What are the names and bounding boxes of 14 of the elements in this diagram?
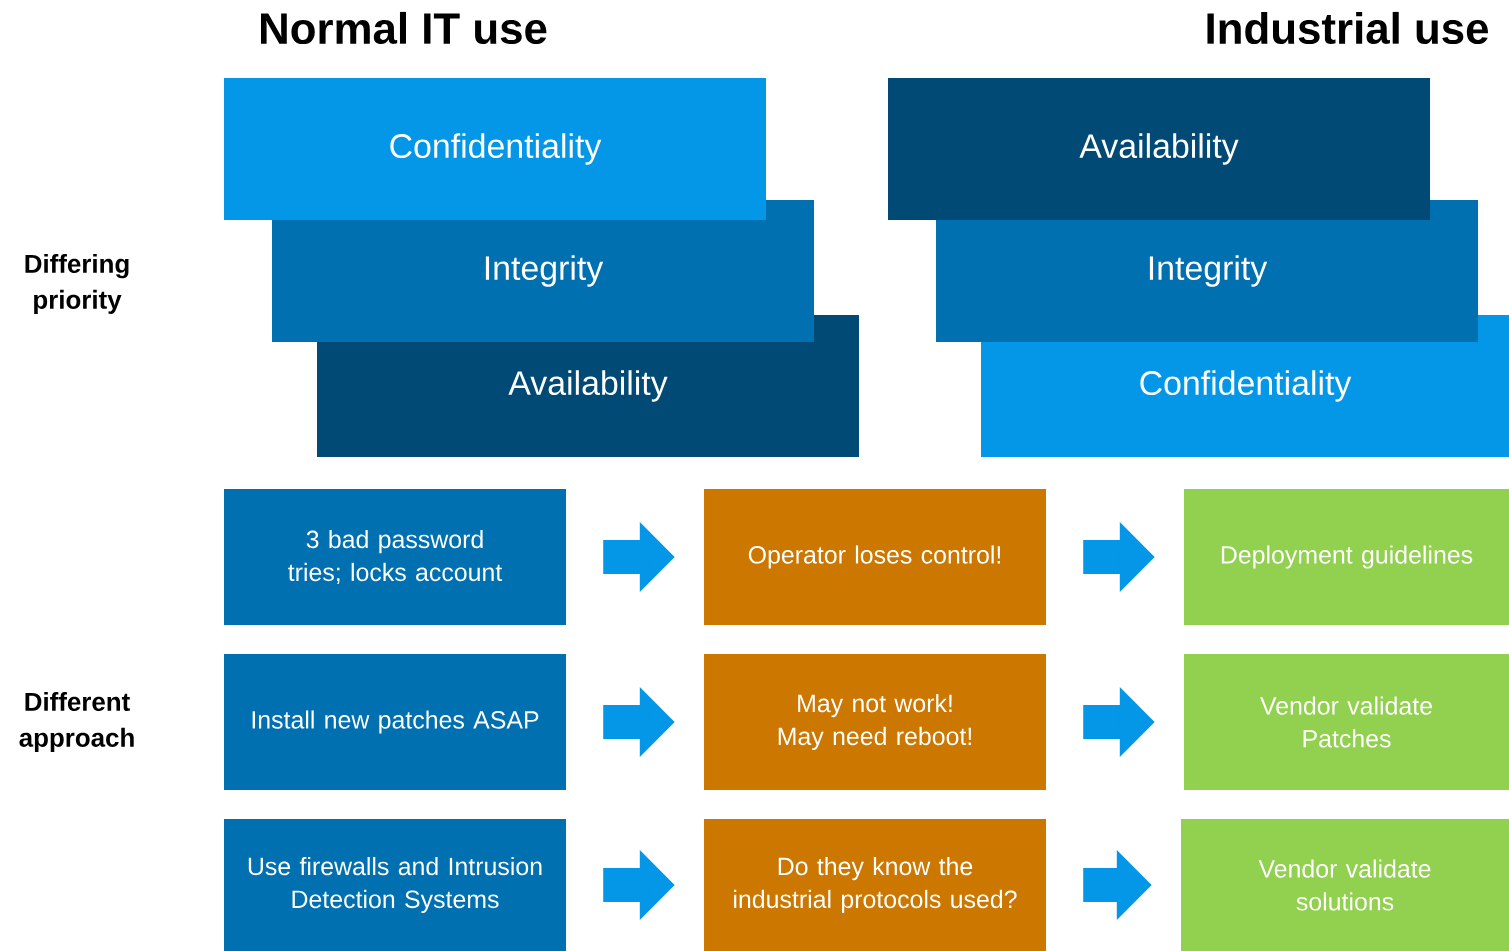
solution-box: Deployment guidelines [1184, 489, 1509, 625]
issue-box: Install new patches ASAP [224, 654, 566, 790]
priority-band: Availability [888, 78, 1430, 220]
column-heading: Industrial use [1207, 11, 1488, 45]
row-heading: Differing priority [25, 254, 129, 314]
priority-band: Confidentiality [224, 78, 766, 220]
solution-box: Vendor validate solutions [1181, 819, 1509, 951]
solution-box: Vendor validate Patches [1184, 654, 1509, 790]
issue-box: Use firewalls and Intrusion Detection Systems [224, 819, 566, 951]
consequence-box: May not work! May need reboot! [704, 654, 1046, 790]
row-heading: Different approach [19, 692, 134, 752]
issue-box: 3 bad password tries; locks account [224, 489, 566, 625]
consequence-box: Do they know the industrial protocols used? [704, 819, 1046, 951]
consequence-box: Operator loses control! [704, 489, 1046, 625]
